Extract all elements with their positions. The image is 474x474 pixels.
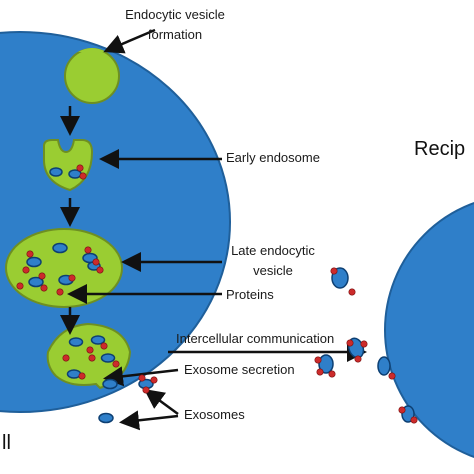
label-source-cell: ll xyxy=(2,432,11,454)
exosome-icon xyxy=(66,369,82,379)
protein-dot-icon xyxy=(398,406,406,414)
label-early-endosome: Early endosome xyxy=(226,150,320,165)
label-exosomes: Exosomes xyxy=(184,407,245,422)
label-endocytic-vesicle-line1: Endocytic vesicle xyxy=(125,7,225,22)
protein-dot-icon xyxy=(330,267,338,275)
exosome-icon xyxy=(102,378,118,390)
arrow-icon xyxy=(143,389,179,416)
protein-dot-icon xyxy=(388,372,396,380)
protein-dot-icon xyxy=(40,284,48,292)
protein-dot-icon xyxy=(346,339,354,347)
label-intercellular-communication: Intercellular communication xyxy=(176,331,335,346)
label-late-endocytic-line2: vesicle xyxy=(253,263,293,278)
protein-dot-icon xyxy=(348,288,356,296)
protein-dot-icon xyxy=(84,246,92,254)
protein-dot-icon xyxy=(62,354,70,362)
protein-dot-icon xyxy=(56,288,64,296)
exosome-layer xyxy=(16,164,418,424)
label-proteins: Proteins xyxy=(226,287,274,302)
protein-dot-icon xyxy=(38,272,46,280)
exosome-icon xyxy=(377,356,391,376)
protein-dot-icon xyxy=(86,346,94,354)
protein-dot-icon xyxy=(314,356,322,364)
protein-dot-icon xyxy=(96,266,104,274)
protein-dot-icon xyxy=(112,360,120,368)
protein-dot-icon xyxy=(410,416,418,424)
protein-dot-icon xyxy=(76,164,84,172)
protein-dot-icon xyxy=(88,354,96,362)
exosome-icon xyxy=(100,353,116,363)
protein-dot-icon xyxy=(360,340,368,348)
arrow-icon xyxy=(103,28,156,54)
exosome-icon xyxy=(49,167,63,177)
membrane-neck xyxy=(78,48,106,52)
protein-dot-icon xyxy=(22,266,30,274)
label-endocytic-vesicle: Endocytic vesicle formation xyxy=(120,6,230,43)
recipient-cell xyxy=(384,202,474,458)
exosome-icon xyxy=(52,242,68,254)
exosome-icon xyxy=(26,256,42,268)
exosome-icon xyxy=(318,354,334,374)
protein-dot-icon xyxy=(354,355,362,363)
protein-dot-icon xyxy=(328,370,336,378)
exosome-icon xyxy=(28,276,44,288)
protein-dot-icon xyxy=(16,282,24,290)
exosome-icon xyxy=(98,412,114,424)
source-cell xyxy=(0,31,231,413)
label-late-endocytic-vesicle: Late endocytic vesicle xyxy=(218,242,328,279)
exosome-icon xyxy=(68,337,84,347)
arrow-icon xyxy=(119,410,179,431)
protein-dot-icon xyxy=(100,342,108,350)
protein-dot-icon xyxy=(26,250,34,258)
label-recipient-cell: Recip xyxy=(414,138,466,160)
protein-dot-icon xyxy=(150,376,158,384)
protein-dot-icon xyxy=(78,372,86,380)
arrow-icon xyxy=(103,366,179,387)
protein-dot-icon xyxy=(92,258,100,266)
protein-dot-icon xyxy=(316,368,324,376)
label-late-endocytic-line1: Late endocytic xyxy=(231,243,315,258)
protein-dot-icon xyxy=(79,172,87,180)
endocytic-vesicle xyxy=(64,48,120,104)
protein-dot-icon xyxy=(142,386,150,394)
label-endocytic-vesicle-line2: formation xyxy=(147,27,203,42)
label-exosome-secretion: Exosome secretion xyxy=(184,362,295,377)
protein-dot-icon xyxy=(68,274,76,282)
exosome-icon xyxy=(90,335,106,345)
protein-dot-icon xyxy=(138,374,146,382)
